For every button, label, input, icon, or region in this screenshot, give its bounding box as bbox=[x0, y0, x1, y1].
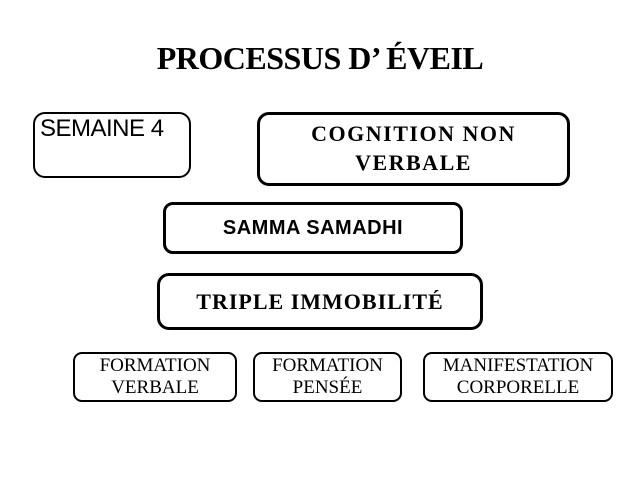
box-manifestation-corporelle: MANIFESTATION CORPORELLE bbox=[423, 352, 613, 402]
box-semaine-4: SEMAINE 4 bbox=[33, 112, 191, 178]
box-triple-immobilite-label: TRIPLE IMMOBILITÉ bbox=[196, 288, 444, 314]
box-formation-pensee-line-2: PENSÉE bbox=[292, 377, 363, 398]
box-manifestation-corporelle-line-2: CORPORELLE bbox=[456, 377, 580, 398]
box-formation-verbale-line-1: FORMATION bbox=[99, 354, 211, 376]
box-cognition-non-verbale: COGNITION NON VERBALE bbox=[257, 112, 570, 186]
box-triple-immobilite: TRIPLE IMMOBILITÉ bbox=[157, 273, 483, 330]
box-formation-verbale: FORMATION VERBALE bbox=[73, 352, 237, 402]
box-samma-samadhi: SAMMA SAMADHI bbox=[163, 202, 463, 254]
slide-title: PROCESSUS D’ ÉVEIL bbox=[156, 40, 484, 76]
box-formation-verbale-line-2: VERBALE bbox=[111, 377, 199, 398]
box-formation-pensee-line-1: FORMATION bbox=[272, 354, 383, 376]
box-samma-samadhi-label: SAMMA SAMADHI bbox=[222, 216, 404, 239]
box-cognition-line-1: COGNITION NON bbox=[311, 121, 516, 147]
box-manifestation-corporelle-line-1: MANIFESTATION bbox=[442, 354, 594, 376]
box-semaine-4-label: SEMAINE 4 bbox=[40, 115, 164, 142]
box-formation-pensee: FORMATION PENSÉE bbox=[253, 352, 402, 402]
box-cognition-line-2: VERBALE bbox=[355, 150, 472, 175]
